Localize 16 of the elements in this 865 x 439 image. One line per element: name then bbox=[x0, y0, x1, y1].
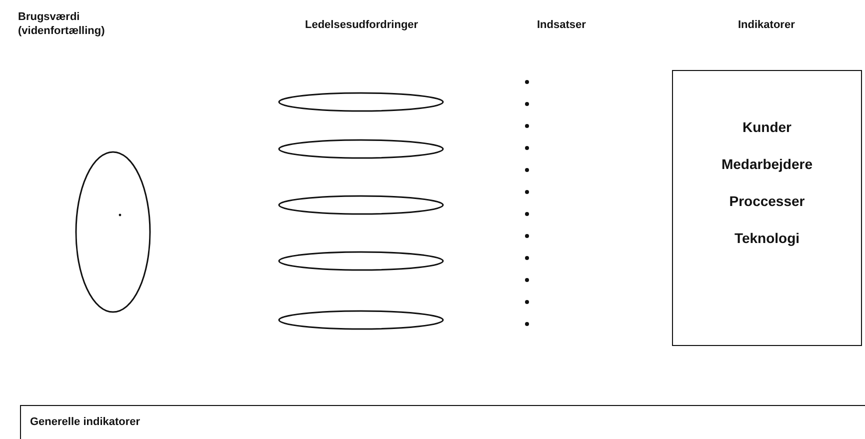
empty-ellipse bbox=[278, 92, 444, 112]
empty-ellipse bbox=[278, 251, 444, 271]
empty-ellipse bbox=[278, 195, 444, 215]
indicator-box bbox=[672, 70, 862, 346]
column-heading: Ledelsesudfordringer bbox=[305, 18, 420, 32]
indicator-text: Teknologi bbox=[734, 230, 800, 247]
empty-ellipse bbox=[75, 151, 151, 313]
empty-ellipse bbox=[278, 139, 444, 159]
column-heading: Indikatorer bbox=[738, 18, 796, 32]
indicator-text: Proccesser bbox=[729, 193, 805, 210]
empty-ellipse bbox=[278, 310, 444, 330]
column-heading: Indsatser bbox=[537, 18, 587, 32]
indicator-text: Kunder bbox=[742, 119, 792, 136]
column-heading: Brugsværdi (videnfortælling) bbox=[18, 10, 106, 39]
box-heading: Generelle indikatorer bbox=[30, 416, 140, 428]
indicator-text: Medarbejdere bbox=[721, 156, 813, 173]
